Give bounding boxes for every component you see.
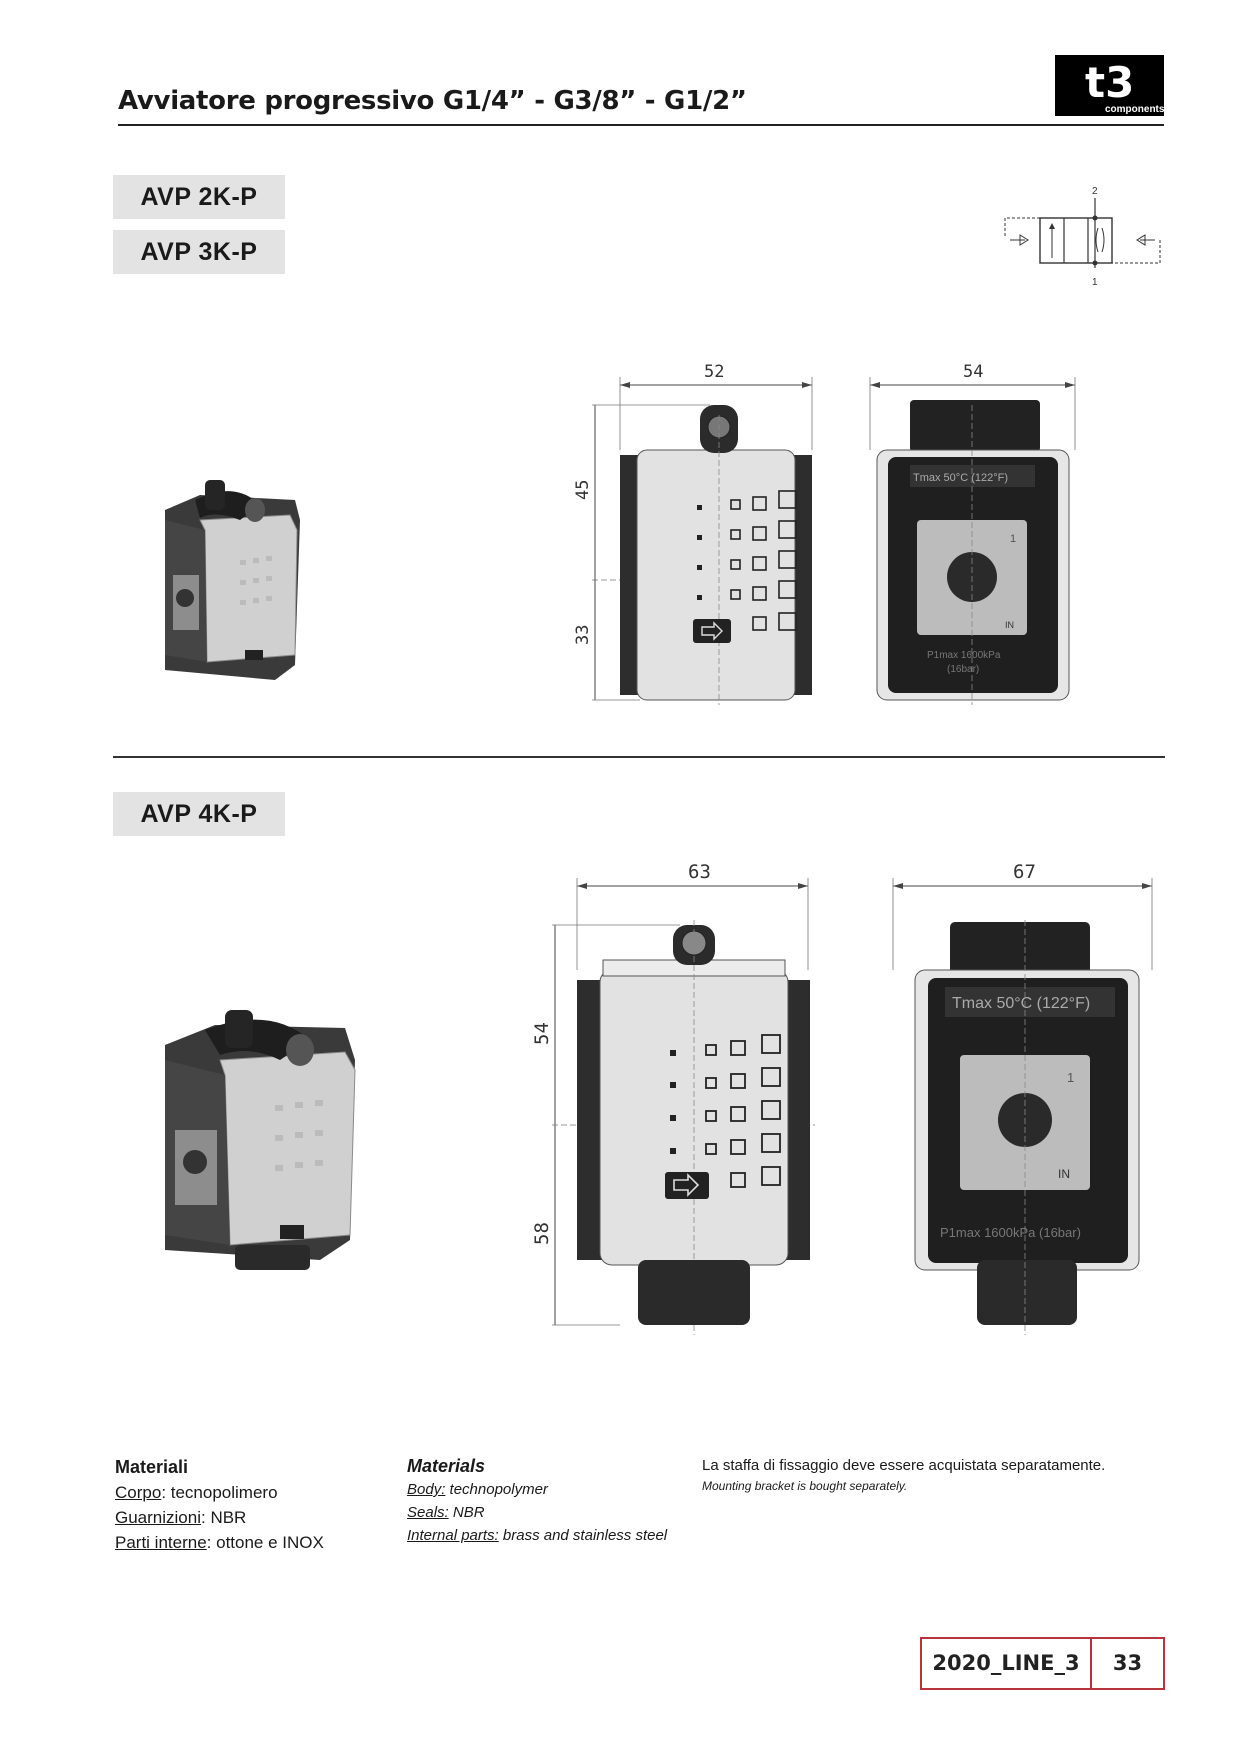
label-pmax-bar-small: (16bar): [947, 664, 979, 675]
pneumatic-symbol: 2 1: [1004, 186, 1161, 288]
side-drawing-small: 54 Tmax 50°C (122°F) 1 IN P1max 1600kPa …: [869, 362, 1076, 705]
materials-body-it: Corpo: tecnopolimero: [115, 1483, 278, 1502]
materials-heading-it: Materiali: [115, 1457, 189, 1477]
mounting-note-it: La staffa di fissaggio deve essere acqui…: [702, 1457, 1106, 1474]
product-photo-small: [165, 480, 300, 680]
page-number: 33: [1112, 1651, 1143, 1675]
dim-height-upper-large: 54: [531, 1022, 553, 1045]
mounting-note: La staffa di fissaggio deve essere acqui…: [702, 1455, 1105, 1497]
page-title: Avviatore progressivo G1/4” - G3/8” - G1…: [118, 86, 747, 116]
materials-seals-it: Guarnizioni: NBR: [115, 1508, 247, 1527]
footer-box: 2020_LINE_3 33: [920, 1637, 1165, 1690]
materials-internal-en: Internal parts: brass and stainless stee…: [407, 1527, 668, 1544]
dim-height-lower-large: 58: [531, 1222, 553, 1245]
logo-subtext: components: [1105, 104, 1165, 115]
brand-logo: t3 components: [1055, 55, 1165, 116]
port-label-2: 2: [1092, 186, 1098, 197]
section-divider: [113, 756, 1165, 758]
dim-width-front-large: 63: [688, 861, 711, 883]
label-tmax-large: Tmax 50°C (122°F): [952, 995, 1090, 1012]
model-label-avp-3k-p: AVP 3K-P: [113, 230, 285, 274]
product-photo-large: [165, 1010, 356, 1270]
dim-height-upper-small: 45: [573, 480, 593, 500]
label-port-large: 1: [1067, 1070, 1074, 1085]
mounting-note-en: Mounting bracket is bought separately.: [702, 1479, 908, 1493]
materials-italian: Materiali Corpo: tecnopolimero Guarnizio…: [115, 1455, 324, 1555]
label-pmax-small: P1max 1600kPa: [927, 650, 1001, 661]
logo-text: t3: [1085, 58, 1134, 107]
front-drawing-small: 52 45 33: [573, 362, 813, 705]
materials-seals-en: Seals: NBR: [407, 1504, 485, 1521]
dim-width-side-small: 54: [963, 362, 983, 382]
label-tmax-small: Tmax 50°C (122°F): [913, 472, 1008, 484]
materials-body-en: Body: technopolymer: [407, 1481, 548, 1498]
label-pmax-large: P1max 1600kPa (16bar): [940, 1225, 1081, 1240]
materials-heading-en: Materials: [407, 1456, 486, 1476]
front-drawing-large: 63 54 58: [531, 861, 815, 1335]
materials-internal-it: Parti interne: ottone e INOX: [115, 1533, 324, 1552]
port-label-1: 1: [1092, 277, 1098, 288]
label-in-small: IN: [1005, 620, 1014, 630]
dim-width-side-large: 67: [1013, 861, 1036, 883]
label-in-large: IN: [1058, 1167, 1070, 1181]
label-port-small: 1: [1010, 533, 1016, 545]
header-divider: [118, 124, 1164, 126]
footer-edition: 2020_LINE_3: [922, 1639, 1092, 1688]
dim-height-lower-small: 33: [573, 625, 593, 645]
dim-width-front-small: 52: [704, 362, 724, 382]
model-label-avp-2k-p: AVP 2K-P: [113, 175, 285, 219]
model-label-avp-4k-p: AVP 4K-P: [113, 792, 285, 836]
materials-english: Materials Body: technopolymer Seals: NBR…: [407, 1455, 667, 1547]
side-drawing-large: 67 Tmax 50°C (122°F) 1 IN P1max 1600kPa …: [892, 861, 1153, 1335]
